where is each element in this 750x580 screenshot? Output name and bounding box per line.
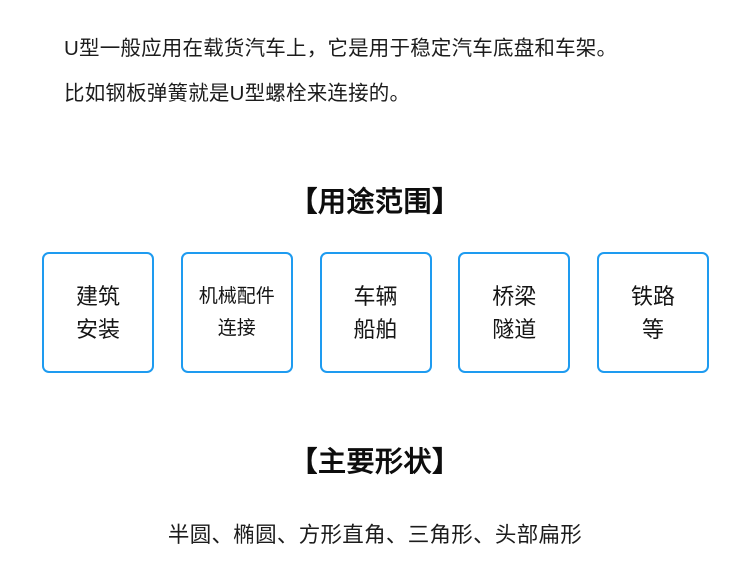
shape-section-heading: 【主要形状】	[289, 446, 461, 477]
usage-box-vehicle-line-2: 船舶	[353, 316, 398, 342]
usage-box-machinery-line-1: 机械配件	[198, 285, 275, 307]
usage-box-machinery: 机械配件 连接	[180, 252, 293, 373]
usage-section-heading: 【用途范围】	[289, 186, 461, 217]
usage-box-bridge: 桥梁 隧道	[458, 252, 571, 373]
usage-box-vehicle-line-1: 车辆	[353, 283, 398, 309]
usage-box-construction-line-2: 安装	[75, 316, 120, 342]
usage-box-machinery-line-2: 连接	[217, 317, 256, 339]
usage-box-row: 建筑 安装 机械配件 连接 车辆 船舶 桥梁 隧道 铁路 等	[42, 252, 709, 373]
intro-line-1: U型一般应用在载货汽车上，它是用于稳定汽车底盘和车架。	[64, 37, 618, 60]
usage-box-railway: 铁路 等	[597, 252, 709, 373]
intro-line-2: 比如钢板弹簧就是U型螺栓来连接的。	[64, 82, 411, 105]
usage-box-bridge-line-1: 桥梁	[492, 283, 537, 309]
usage-box-construction: 建筑 安装	[42, 252, 154, 373]
usage-box-construction-line-1: 建筑	[75, 283, 120, 309]
usage-box-vehicle: 车辆 船舶	[319, 252, 432, 373]
usage-box-bridge-line-2: 隧道	[492, 316, 537, 342]
intro-paragraph: U型一般应用在载货汽车上，它是用于稳定汽车底盘和车架。 比如钢板弹簧就是U型螺栓…	[64, 26, 714, 116]
shape-list: 半圆、椭圆、方形直角、三角形、头部扁形	[167, 523, 583, 547]
usage-box-railway-line-2: 等	[641, 316, 664, 342]
usage-box-railway-line-1: 铁路	[630, 283, 675, 309]
